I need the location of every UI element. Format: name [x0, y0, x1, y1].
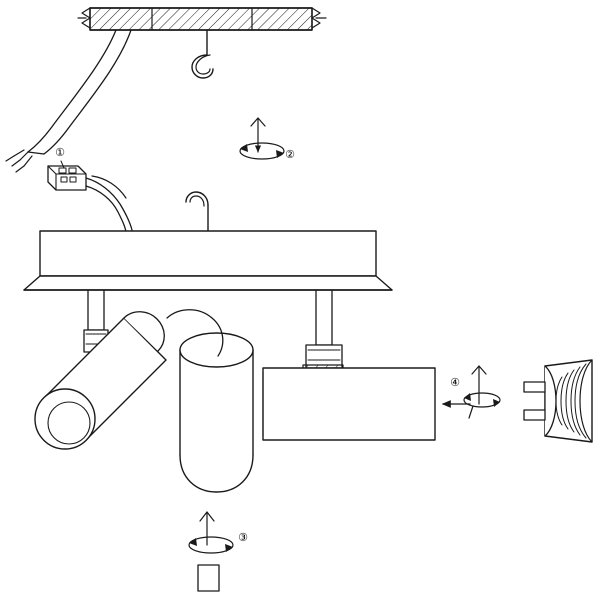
ceiling-hatched-beam	[77, 7, 327, 31]
rotation-arrow-3	[188, 511, 234, 554]
spot-head-left	[34, 289, 167, 450]
callout-numbers: ① ② ③ ④	[55, 147, 460, 544]
callout-1: ①	[55, 147, 65, 159]
callout-3: ③	[238, 532, 248, 544]
small-rectangle-marker	[197, 564, 220, 592]
spot-head-center	[166, 309, 254, 493]
terminal-block	[47, 160, 87, 191]
base-plate	[23, 230, 393, 291]
callout-2: ②	[285, 149, 295, 161]
rotation-arrow-2	[239, 117, 285, 160]
callout-4: ④	[450, 377, 460, 389]
canopy-hook	[185, 191, 209, 232]
canopy-wires	[85, 175, 133, 233]
supply-cable	[5, 29, 132, 173]
spot-head-right	[262, 289, 436, 441]
rotation-arrow-4	[463, 365, 501, 419]
gu10-lamp	[523, 359, 593, 443]
ceiling-hook	[191, 29, 214, 79]
